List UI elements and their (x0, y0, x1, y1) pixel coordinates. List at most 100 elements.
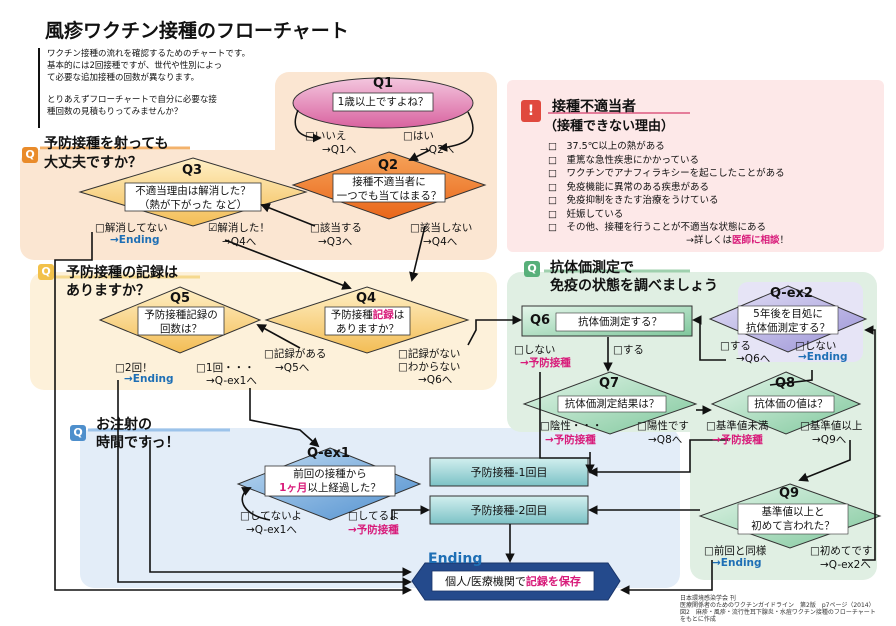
q1-option-yes[interactable]: □はい (403, 130, 434, 142)
qex1-question-highlight: 1ヶ月 (279, 482, 308, 494)
q5-option-two[interactable]: □2回！ (115, 362, 153, 374)
intro-text: ワクチン接種の流れを確認するためのチャートです。 基本的には2回接種ですが、世代… (47, 48, 307, 118)
q7-option-positive[interactable]: □陽性です (637, 420, 689, 432)
q5-question-line: 回数は？ (160, 323, 202, 335)
q3-option-resolved[interactable]: ☑解消した！ (208, 222, 270, 234)
q5-option-one[interactable]: □1回・・・ (196, 362, 255, 374)
q2-question-line: 一つでも当てはまる？ (336, 190, 442, 202)
section-title-injection-2: 時間ですっ！ (96, 435, 180, 451)
q9-option-first[interactable]: □初めてです (810, 545, 873, 557)
qex1-label: Q-ex1 (307, 446, 350, 461)
q9-question: 基準値以上と 初めて言われた？ (738, 505, 848, 533)
vacc2-shape (429, 495, 589, 525)
section-title-safety-2: 大丈夫ですか？ (44, 155, 142, 171)
qex2-option-yes-target: →Q6へ (736, 353, 771, 365)
intro-bar (38, 48, 40, 128)
q7-label: Q7 (599, 376, 620, 391)
q9-question-line: 初めて言われた？ (751, 520, 835, 532)
q4-option-unknown[interactable]: □わからない (398, 361, 461, 373)
intro-line: 種回数の見積もりってみませんか？ (47, 107, 183, 117)
qex1-option-passed[interactable]: □してるよ (348, 510, 400, 522)
bg-unsuitable-panel (507, 80, 884, 252)
q1-label: Q1 (373, 76, 394, 91)
q3-option-unresolved[interactable]: □解消してない (95, 222, 168, 234)
section-title-record-1: 予防接種の記録は (66, 265, 178, 281)
q3-option-resolved-target: →Q4へ (222, 236, 257, 248)
unsuitable-item[interactable]: □ 免疫機能に異常のある疾患がある (548, 181, 709, 193)
unsuitable-footer-link[interactable]: 医師に相談 (731, 235, 780, 246)
q1-question: 1歳以上ですよね？ (337, 96, 429, 108)
q2-label: Q2 (378, 158, 399, 173)
q6-option-no[interactable]: □しない (514, 344, 556, 356)
vaccination-second-box: 予防接種-2回目 (470, 504, 548, 517)
ending-text-part: 個人/医療機関で (445, 575, 526, 588)
source-line: 医療関係者のためのワクチンガイドライン 第2版 p7ページ（2014） (680, 602, 875, 609)
qex2-text-frame (737, 305, 839, 335)
q4-question-line: ありますか？ (336, 323, 399, 335)
q2-question: 接種不適当者に 一つでも当てはまる？ (333, 175, 445, 203)
q4-question-part: は (393, 309, 405, 321)
q3-label: Q3 (182, 163, 203, 178)
q8-option-below-target: →予防接種 (712, 434, 763, 446)
unsuitable-item[interactable]: □ 妊娠している (548, 208, 624, 220)
source-line: をもとに作成 (680, 616, 716, 623)
qex2-option-no[interactable]: □しない (795, 340, 837, 352)
q8-option-below[interactable]: □基準値未満 (706, 420, 769, 432)
qex2-option-yes[interactable]: □する (720, 340, 751, 352)
q4-question-part: 予防接種 (330, 309, 373, 321)
section-title-injection-1: お注射の (96, 417, 152, 433)
q4-option-has-record[interactable]: □記録がある (264, 348, 327, 360)
q2-text-frame (332, 173, 446, 203)
section-title-safety-1: 予防接種を射っても (44, 136, 169, 152)
qex2-option-no-target: →Ending (798, 351, 848, 363)
q5-question-line: 予防接種記録の (144, 309, 218, 321)
unsuitable-footer: →詳しくは医師に相談！ (686, 232, 789, 246)
q2-option-applies[interactable]: □該当する (310, 222, 362, 234)
qex1-option-not-yet[interactable]: □してないよ (240, 510, 302, 522)
ending-text: 個人/医療機関で記録を保存 (432, 571, 594, 591)
qex1-question: 前回の接種から 1ヶ月以上経過した？ (265, 467, 395, 495)
q8-label: Q8 (775, 376, 796, 391)
q6-option-yes[interactable]: □する (613, 344, 644, 356)
qex2-question-line: 5年後を目処に (753, 308, 823, 320)
unsuitable-item[interactable]: □ 37.5℃以上の熱がある (548, 141, 665, 152)
vacc1-shape (429, 457, 589, 487)
qex1-question-part: 以上経過した？ (307, 482, 381, 494)
unsuitable-item[interactable]: □ 免疫抑制をきたす治療をうけている (548, 195, 719, 206)
q9-text-frame (737, 503, 849, 535)
qex1-option-not-yet-target: →Q-ex1へ (246, 524, 297, 536)
q9-question-line: 基準値以上と (761, 506, 825, 518)
unsuitable-list: □ 37.5℃以上の熱がある □ 重篤な急性疾患にかかっている □ ワクチンでアナフ… (548, 140, 785, 235)
q4-text-frame (324, 306, 411, 336)
q1-option-no-target: →Q1へ (322, 144, 357, 156)
unsuitable-subtitle: （接種できない理由） (544, 119, 675, 134)
q7-option-negative[interactable]: □陰性・・・ (540, 420, 603, 432)
vaccination-first-box: 予防接種-1回目 (470, 466, 548, 479)
q8-option-above[interactable]: □基準値以上 (800, 420, 863, 432)
q5-text-frame (137, 306, 225, 336)
unsuitable-item[interactable]: □ ワクチンでアナフィラキシーを起こしたことがある (548, 168, 785, 179)
unsuitable-item[interactable]: □ 重篤な急性疾患にかかっている (548, 154, 700, 166)
q7-text-frame (557, 395, 667, 413)
q2-option-not-applies[interactable]: □該当しない (410, 222, 473, 234)
unsuitable-item[interactable]: □ その他、接種を行うことが不適当な状態にある (548, 222, 766, 233)
q1-option-yes-target: →Q2へ (420, 144, 455, 156)
qex1-option-passed-target: →予防接種 (348, 524, 399, 536)
q9-label: Q9 (779, 486, 800, 501)
section-title-antibody-2: 免疫の状態を調べましょう (550, 278, 718, 294)
q8-text-frame (747, 395, 835, 413)
q8-option-above-target: →Q9へ (812, 434, 847, 446)
q5-option-one-target: →Q-ex1へ (206, 375, 257, 387)
q7-option-negative-target: →予防接種 (545, 434, 596, 446)
q1-option-no[interactable]: □いいえ (305, 130, 347, 142)
ending-text-highlight: 記録を保存 (525, 575, 581, 588)
q4-option-no-record[interactable]: □記録がない (398, 348, 461, 360)
q4-question: 予防接種記録は ありますか？ (325, 308, 410, 336)
intro-line: とりあえずフローチャートで自分に必要な接 (47, 95, 217, 105)
q4-label: Q4 (356, 291, 377, 306)
q7-question: 抗体価測定結果は？ (564, 398, 660, 410)
q9-option-same[interactable]: □前回と同様 (704, 545, 767, 557)
source-line: 図2 麻疹・風疹・流行性耳下腺炎・水痘ワクチン接種のフローチャート (680, 609, 876, 616)
q2-option-applies-target: →Q3へ (318, 236, 353, 248)
